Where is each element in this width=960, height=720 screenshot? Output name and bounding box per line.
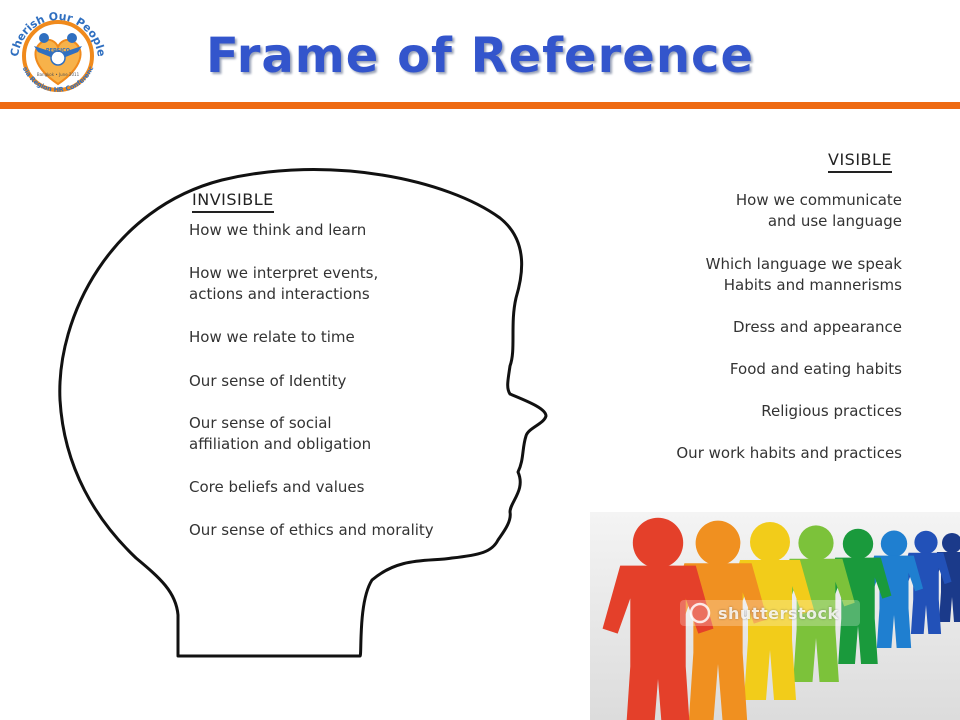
title-divider [0, 102, 960, 109]
head-silhouette [58, 168, 548, 658]
logo-date: Bangkok • June 2011 [37, 72, 80, 77]
list-item: Our sense of ethics and morality [189, 521, 434, 539]
list-item: How we communicate and use language [735, 191, 902, 230]
list-item: Our sense of Identity [189, 372, 347, 390]
visible-heading: VISIBLE [828, 150, 893, 173]
conference-logo: PEPSICO Bangkok • June 2011 Cherish Our … [1, 0, 112, 102]
list-item: Religious practices [761, 402, 902, 420]
list-item: Dress and appearance [733, 318, 902, 336]
list-item: Core beliefs and values [189, 478, 365, 496]
list-item: Our work habits and practices [676, 444, 902, 462]
list-item: Our sense of social affiliation and obli… [189, 414, 372, 453]
wooden-figures-photo: shutterstock [590, 512, 960, 720]
invisible-heading: INVISIBLE [192, 190, 274, 213]
invisible-list: How we think and learn How we interpret … [189, 220, 509, 541]
page-title: Frame of Reference [206, 28, 754, 84]
logo-brand: PEPSICO [46, 48, 70, 54]
list-item: Which language we speak Habits and manne… [705, 255, 902, 294]
photo-watermark: shutterstock [718, 604, 839, 623]
visible-list: How we communicate and use language Whic… [560, 190, 902, 464]
list-item: How we relate to time [189, 328, 355, 346]
list-item: How we think and learn [189, 221, 367, 239]
list-item: How we interpret events, actions and int… [189, 264, 379, 303]
list-item: Food and eating habits [729, 360, 902, 378]
camera-icon [689, 602, 711, 624]
